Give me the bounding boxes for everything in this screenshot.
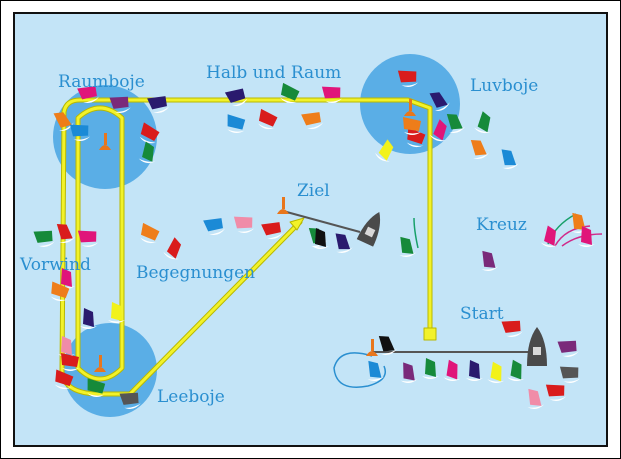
sail-icon (54, 369, 74, 390)
finish-line (282, 210, 361, 233)
sail-icon (501, 320, 523, 337)
label-halb-und-raum: Halb und Raum (206, 63, 341, 83)
sail-icon (540, 225, 558, 248)
sail-icon (33, 230, 55, 247)
sail-icon (147, 96, 170, 113)
sail-icon (139, 122, 160, 144)
sails-vorwind (33, 223, 125, 329)
sail-icon (399, 236, 417, 257)
sail-icon (87, 378, 106, 397)
sail-icon (501, 149, 519, 169)
sail-icon (470, 139, 490, 159)
sail-icon (119, 392, 141, 409)
sail-icon (578, 226, 595, 247)
sails-kreuz (399, 212, 595, 271)
sails-begegnungen (140, 216, 284, 260)
sails-start (367, 320, 581, 409)
sail-icon (429, 92, 450, 112)
sail-icon (481, 250, 499, 271)
sail-icon (80, 308, 97, 329)
sails-raumboje (53, 86, 170, 164)
ziel-buoy-icon (277, 197, 289, 214)
label-raumboje: Raumboje (58, 72, 145, 92)
sail-icon (557, 340, 579, 357)
start-buoy-icon (366, 339, 378, 356)
sail-icon (258, 108, 278, 130)
sail-icon (375, 139, 394, 162)
label-kreuz: Kreuz (476, 215, 527, 235)
start-maneuver-track (333, 352, 386, 388)
sail-icon (321, 86, 343, 103)
label-start: Start (460, 304, 504, 324)
sail-icon (487, 361, 505, 383)
label-ziel: Ziel (297, 181, 330, 201)
sail-icon (545, 384, 567, 401)
raumboje-buoy-icon (99, 133, 111, 150)
sail-icon (559, 366, 581, 383)
sail-icon (227, 114, 246, 133)
sails-leeboje (54, 336, 141, 409)
sail-icon (527, 388, 545, 409)
sail-icon (203, 218, 226, 235)
sail-icon (261, 222, 284, 239)
sail-icon (312, 228, 329, 249)
sail-icon (301, 112, 324, 129)
sail-icon (50, 281, 70, 302)
ziel-arrowhead (289, 217, 305, 231)
label-begegnungen: Begegnungen (136, 263, 255, 283)
sail-icon (163, 237, 182, 260)
sail-icon (69, 124, 91, 141)
luvboje-buoy-icon (404, 99, 416, 116)
sail-icon (335, 233, 353, 253)
sail-icon (56, 223, 76, 243)
sail-icon (406, 127, 426, 148)
start-committee-boat-icon (527, 327, 547, 366)
sail-icon (367, 360, 385, 381)
sail-icon (429, 119, 447, 142)
sail-icon (109, 96, 131, 113)
sail-icon (138, 141, 156, 164)
sail-icon (474, 111, 491, 134)
label-luvboje: Luvboje (470, 76, 538, 96)
sail-icon (108, 302, 125, 323)
sail-icon (446, 113, 466, 133)
sails-ziel (308, 227, 353, 253)
sail-icon (400, 362, 418, 383)
sail-icon (466, 360, 483, 381)
sails-luvboje (375, 70, 519, 169)
ziel-committee-boat-icon (356, 212, 381, 247)
sail-icon (403, 117, 421, 135)
sail-icon (507, 359, 525, 381)
sail-icon (224, 88, 248, 106)
sail-icon (77, 86, 100, 103)
start-line-marker (423, 327, 437, 341)
sails-halb-und-raum (224, 82, 343, 133)
label-leeboje: Leeboje (157, 387, 225, 407)
label-vorwind: Vorwind (19, 255, 91, 275)
sail-icon (233, 216, 255, 233)
course-lines (59, 97, 437, 397)
sail-icon (61, 353, 79, 371)
sail-icon (140, 222, 160, 244)
sail-icon (77, 230, 99, 247)
sail-icon (422, 358, 439, 379)
leeboje-buoy-icon (94, 355, 106, 372)
sail-icon (571, 212, 589, 233)
sail-icon (397, 70, 419, 87)
sail-icon (443, 359, 461, 381)
sail-icon (280, 82, 300, 104)
sail-icon (378, 335, 398, 355)
